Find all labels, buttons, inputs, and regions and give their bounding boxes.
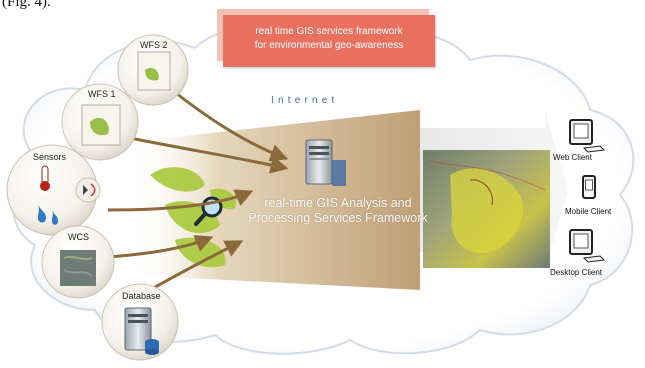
wfs1-bubble <box>61 83 139 161</box>
wcs-label: WCS <box>68 232 89 242</box>
framework-line-1: real-time GIS Analysis and <box>264 196 412 210</box>
mobile-client-label: Mobile Client <box>565 207 612 216</box>
title-banner: real time GIS services framework for env… <box>217 9 437 67</box>
database-bubble <box>101 283 179 361</box>
framework-title: real-time GIS Analysis and Processing Se… <box>238 196 438 226</box>
framework-line-2: Processing Services Framework <box>248 211 428 225</box>
wfs2-bubble <box>117 34 189 106</box>
sensors-label: Sensors <box>33 152 67 162</box>
desktop-client-icon <box>569 229 606 263</box>
database-label: Database <box>122 291 161 301</box>
web-client-label: Web Client <box>553 153 592 162</box>
sensors-bubble <box>6 144 101 236</box>
result-map <box>423 150 550 268</box>
wfs2-label: WFS 2 <box>140 40 168 50</box>
figure-caption: (Fig. 4). <box>2 0 51 10</box>
web-client-icon <box>569 119 606 153</box>
input-arrows <box>94 88 289 292</box>
desktop-client-label: Desktop Client <box>550 268 603 277</box>
wcs-bubble <box>41 225 115 299</box>
processing-server-icon <box>305 139 346 186</box>
wfs1-label: WFS 1 <box>88 89 116 99</box>
mobile-client-icon <box>582 175 596 199</box>
banner-line-1: real time GIS services framework <box>255 26 403 37</box>
banner-panel <box>223 15 435 67</box>
banner-line-2: for environmental geo-awareness <box>254 40 404 51</box>
internet-label: Internet <box>271 95 339 106</box>
